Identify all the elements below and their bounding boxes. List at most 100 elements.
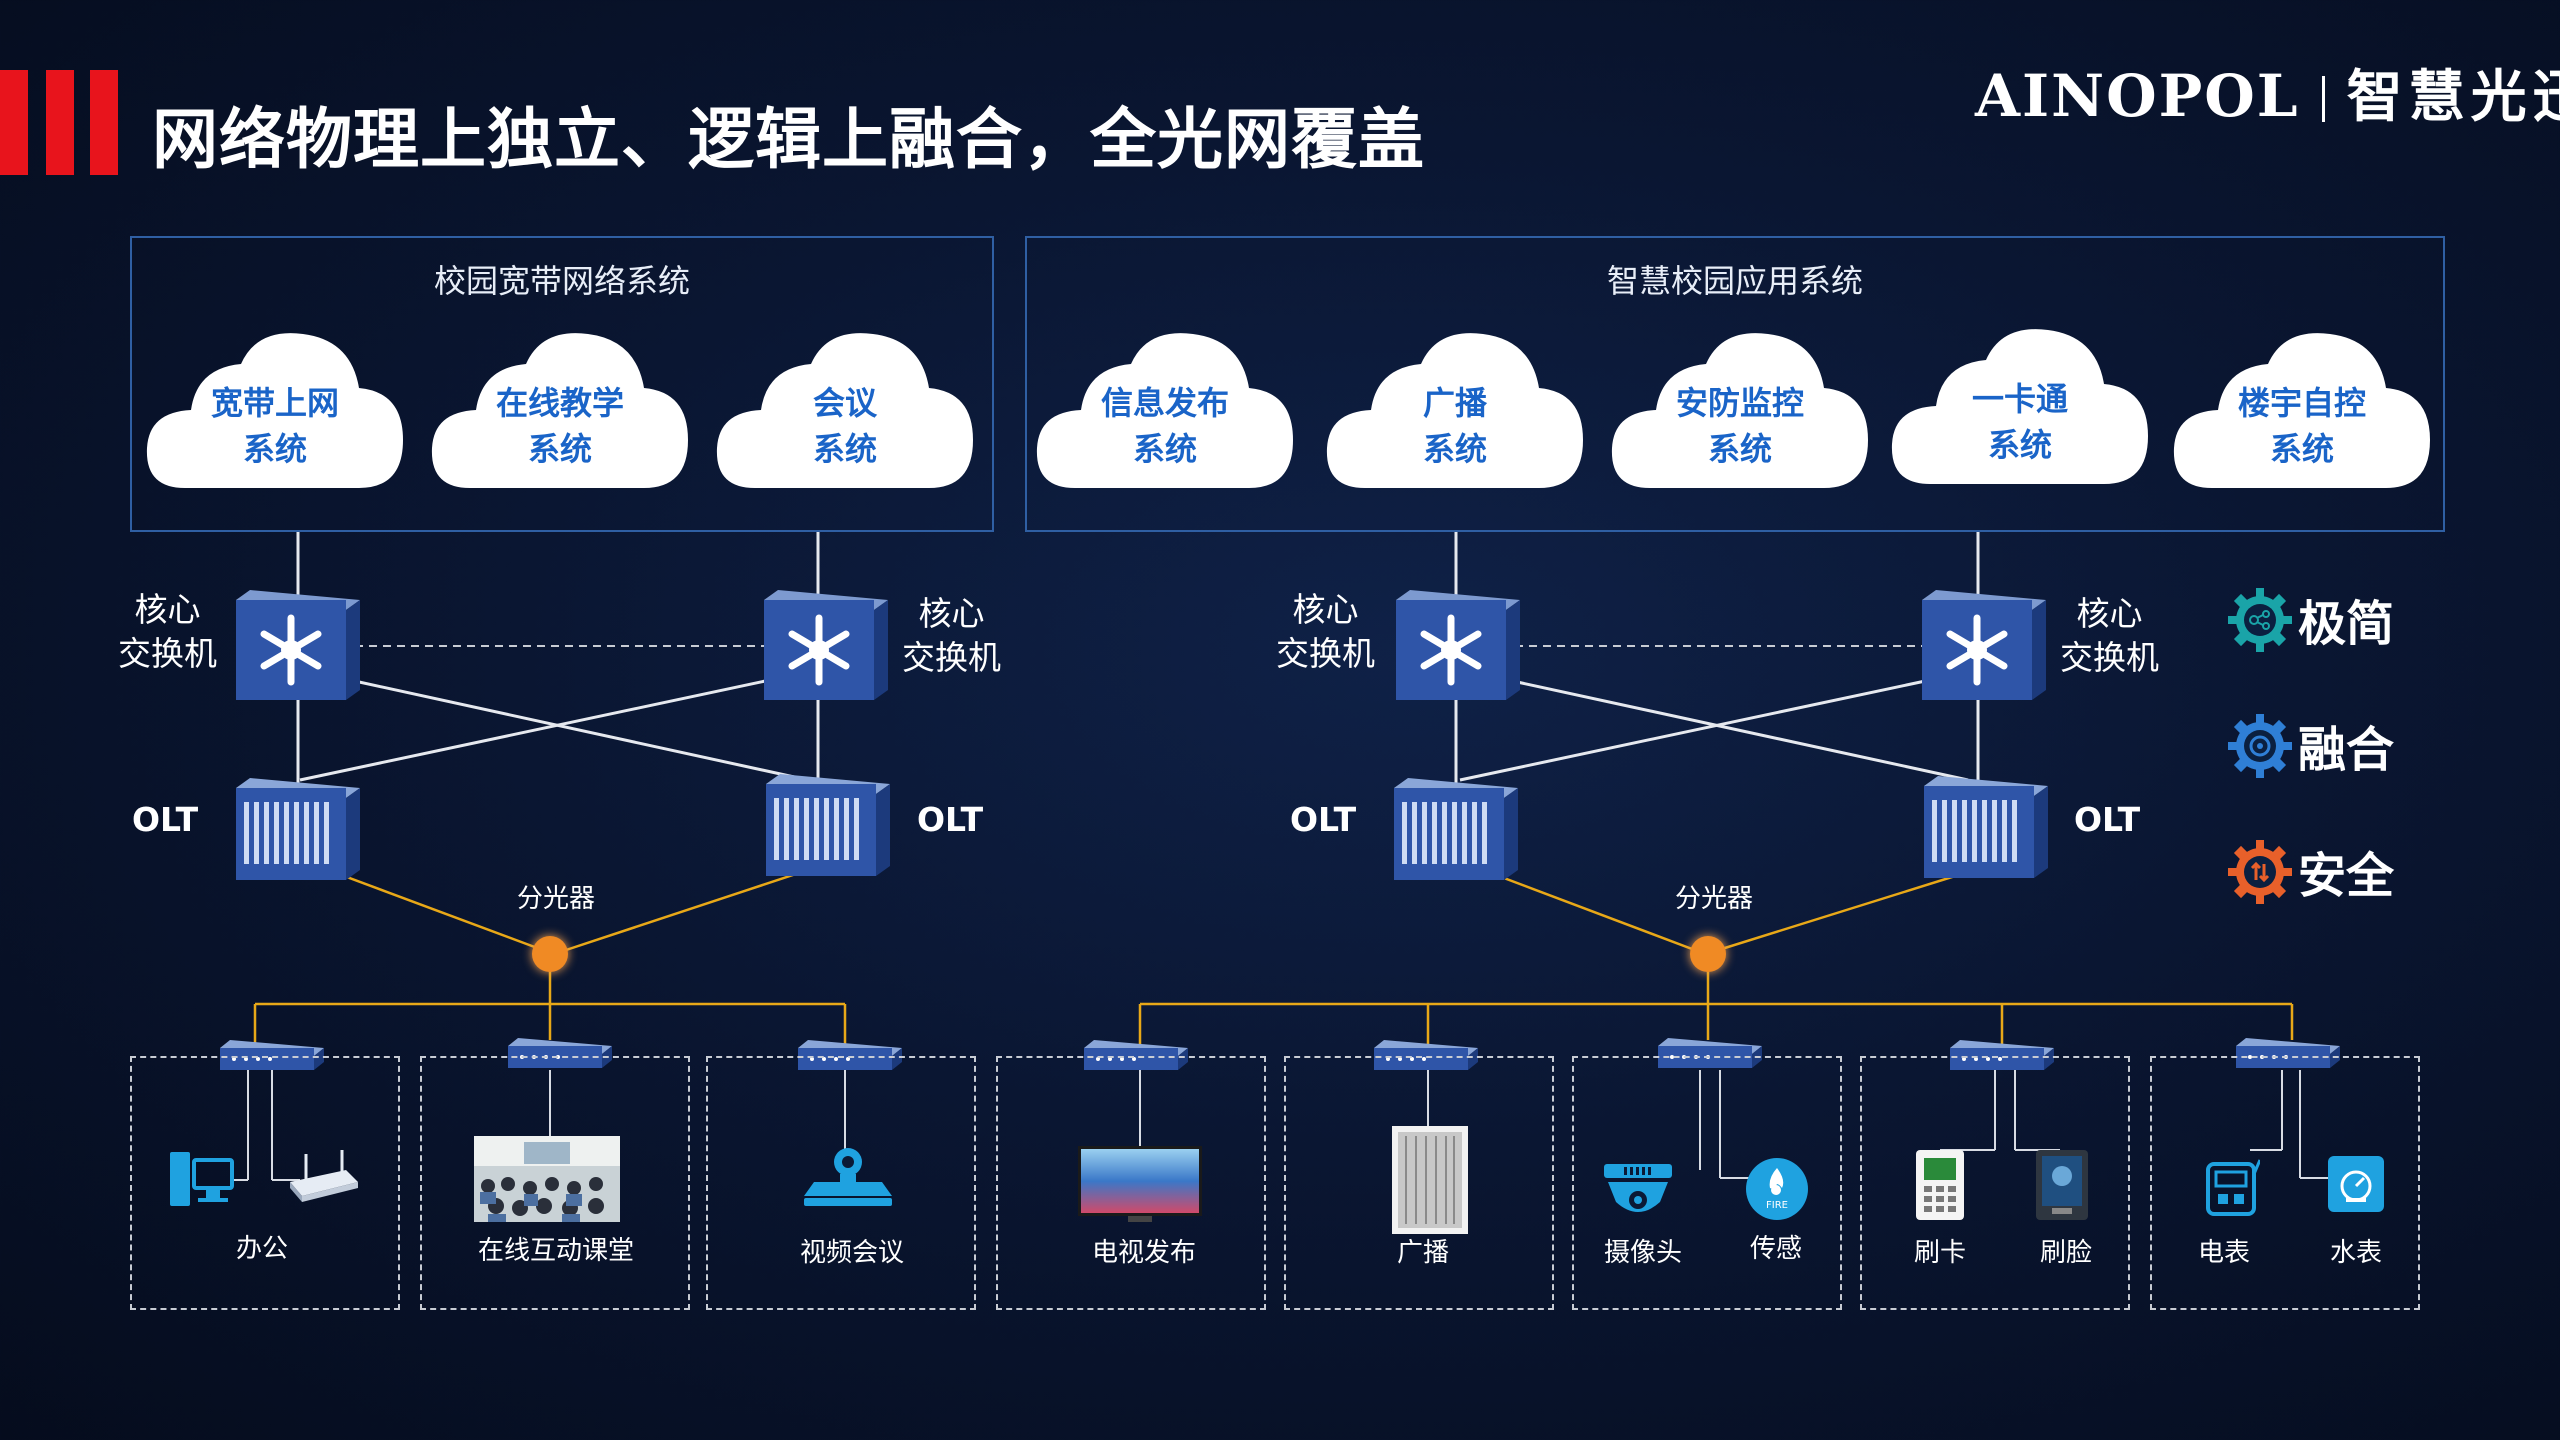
cloud-one-card: 一卡通系统 [1890, 324, 2150, 489]
cloud-label: 系统 [812, 430, 877, 468]
endpoint-label: 在线互动课堂 [478, 1236, 635, 1266]
olt-label: OLT [917, 800, 984, 839]
endpoint-label: 刷脸 [2040, 1238, 2093, 1268]
campus-broadband-panel: 校园宽带网络系统 [130, 236, 994, 532]
gear-icon [2228, 714, 2292, 778]
brand-logo: AINOPOL智慧光迅 [1975, 52, 2560, 133]
access-switch-icon [798, 1040, 902, 1070]
access-switch-icon [220, 1040, 324, 1070]
endpoint-label: 传感 [1750, 1234, 1803, 1264]
label-line: 核心 [918, 594, 985, 633]
endpoint-box-access [1860, 1056, 2130, 1310]
olt-label: OLT [132, 800, 199, 839]
cloud-label: 广播 [1422, 384, 1487, 422]
endpoint-label: 广播 [1397, 1238, 1450, 1268]
core-switch-label: 核心交换机 [902, 592, 1001, 680]
splitter-icon [532, 936, 568, 972]
feature-label: 极简 [2298, 596, 2395, 652]
endpoint-box-security [1572, 1056, 1842, 1310]
face-reader-icon [2036, 1150, 2088, 1220]
cloud-online-teaching: 在线教学系统 [430, 328, 690, 493]
feature-label: 安全 [2298, 848, 2395, 904]
cloud-label: 系统 [2269, 430, 2334, 468]
cloud-security-monitoring: 安防监控系统 [1610, 328, 1870, 493]
label-line: 核心 [2076, 594, 2143, 633]
page-title: 网络物理上独立、逻辑上融合，全光网覆盖 [152, 101, 1425, 178]
cloud-label: 宽带上网 [210, 384, 339, 422]
core-switch-icon [1922, 590, 2046, 700]
endpoint-box-office [130, 1056, 400, 1310]
cloud-label: 一卡通 [1971, 380, 2068, 418]
panel-title: 智慧校园应用系统 [1606, 262, 1863, 300]
access-switch-icon [1084, 1040, 1188, 1070]
electric-meter-icon [2206, 1159, 2260, 1216]
cloud-label: 系统 [1707, 430, 1772, 468]
panel-title: 校园宽带网络系统 [433, 262, 690, 300]
endpoint-label: 电视发布 [1092, 1238, 1197, 1268]
endpoint-box-video-conf [706, 1056, 976, 1310]
camera-icon [1604, 1164, 1672, 1212]
endpoint-box-meters [2150, 1056, 2420, 1310]
cloud-label: 安防监控 [1675, 384, 1804, 422]
card-reader-icon [1916, 1150, 1964, 1220]
core-switch-icon [236, 590, 360, 700]
speaker-icon [1392, 1126, 1468, 1234]
endpoint-box-tv [996, 1056, 1266, 1310]
gear-icon [2228, 840, 2292, 904]
core-switch-icon [764, 590, 888, 700]
core-switch-label: 核心交换机 [118, 588, 217, 676]
cloud-broadband-internet: 宽带上网系统 [145, 328, 405, 493]
title-accent-bar [46, 70, 74, 175]
splitter-label: 分光器 [517, 884, 596, 914]
desktop-computer-icon [170, 1152, 234, 1206]
smart-campus-panel: 智慧校园应用系统 [1025, 236, 2445, 532]
olt-device-icon [1924, 776, 2048, 878]
endpoint-box-classroom [420, 1056, 690, 1310]
endpoint-label: 视频会议 [800, 1238, 905, 1268]
title-accent-bar [0, 70, 28, 175]
title-accent-bar [90, 70, 118, 175]
tv-display-icon [1078, 1146, 1202, 1222]
endpoint-box-broadcast [1284, 1056, 1554, 1310]
water-meter-icon [2328, 1156, 2384, 1212]
cloud-label: 系统 [242, 430, 307, 468]
core-switch-label: 核心交换机 [2060, 592, 2159, 680]
logo-divider [2321, 76, 2325, 122]
endpoint-label: 水表 [2330, 1238, 2383, 1268]
core-switch-label: 核心交换机 [1276, 588, 1375, 676]
access-switch-icon [1950, 1040, 2054, 1070]
feature-label: 融合 [2298, 722, 2395, 778]
cloud-broadcast: 广播系统 [1325, 328, 1585, 493]
cloud-label: 信息发布 [1100, 384, 1229, 422]
cloud-meeting: 会议系统 [715, 328, 975, 493]
label-line: 交换机 [1276, 634, 1375, 673]
logo-brand: AINOPOL [1975, 62, 2300, 130]
endpoint-label: 刷卡 [1914, 1238, 1967, 1268]
cloud-info-publish: 信息发布系统 [1035, 328, 1295, 493]
olt-device-icon [236, 778, 360, 880]
endpoint-label: 电表 [2198, 1238, 2251, 1268]
endpoint-label: 办公 [236, 1234, 289, 1264]
olt-label: OLT [1290, 800, 1357, 839]
label-line: 核心 [134, 590, 201, 629]
olt-device-icon [1394, 778, 1518, 880]
gear-icon [2228, 588, 2292, 652]
cloud-label: 系统 [1132, 430, 1197, 468]
olt-device-icon [766, 774, 890, 876]
access-switch-icon [1374, 1040, 1478, 1070]
splitter-label: 分光器 [1675, 884, 1754, 914]
label-line: 交换机 [2060, 638, 2159, 677]
cloud-label: 会议 [812, 384, 877, 422]
cloud-label: 系统 [1987, 426, 2052, 464]
classroom-photo [474, 1136, 620, 1222]
cloud-label: 系统 [527, 430, 592, 468]
splitter-icon [1690, 936, 1726, 972]
label-line: 交换机 [902, 638, 1001, 677]
fire-sensor-icon: FIRE [1746, 1158, 1808, 1220]
cloud-label: 系统 [1422, 430, 1487, 468]
wifi-router-icon [290, 1150, 358, 1202]
fire-text: FIRE [1766, 1200, 1788, 1211]
cloud-label: 在线教学 [495, 384, 624, 422]
core-switch-icon [1396, 590, 1520, 700]
